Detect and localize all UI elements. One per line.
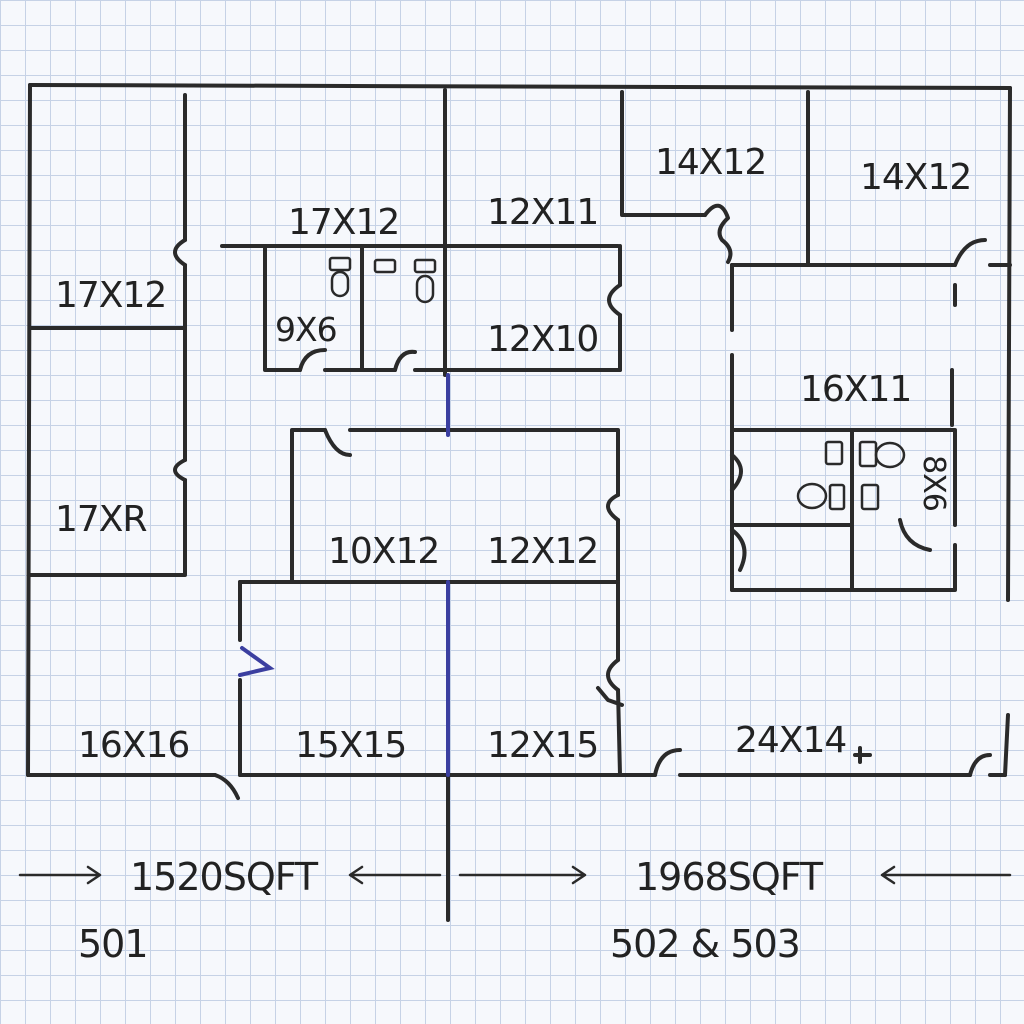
door-swing xyxy=(898,518,932,552)
right-area-total: 1968SQFT xyxy=(635,855,823,899)
room-label: 12X12 xyxy=(487,531,599,572)
exterior-right-wall xyxy=(1003,86,1012,777)
room-label: 17X12 xyxy=(288,202,400,243)
room-label: 17X12 xyxy=(55,275,167,316)
door-swing xyxy=(323,428,352,457)
exterior-top-wall xyxy=(28,83,1012,90)
left-unit-number: 501 xyxy=(78,922,149,966)
door-swing xyxy=(730,528,747,572)
door-swing xyxy=(173,458,187,482)
room-label: 8X6 xyxy=(915,455,951,511)
room-label: 10X12 xyxy=(328,531,440,572)
room-label: 24X14 xyxy=(735,720,847,761)
right-unit-number: 502 & 503 xyxy=(610,922,801,966)
arrow-left xyxy=(348,865,442,885)
arrow-right xyxy=(458,865,587,885)
door-swing xyxy=(606,493,620,522)
door-swing xyxy=(213,773,240,800)
arrow-right xyxy=(18,865,102,885)
room-label: 16X16 xyxy=(78,725,190,766)
room-label: 12X11 xyxy=(487,192,599,233)
exterior-left-wall xyxy=(26,83,32,777)
door-swing xyxy=(393,349,417,372)
room-label: 12X15 xyxy=(487,725,599,766)
left-offices-wall xyxy=(28,93,187,577)
door-swing xyxy=(173,238,187,267)
tenant-divider-mark xyxy=(238,646,275,677)
door-swing xyxy=(703,203,733,264)
left-area-total: 1520SQFT xyxy=(130,855,318,899)
door-swing xyxy=(653,748,682,777)
door-swing xyxy=(953,238,987,267)
door-swing xyxy=(730,453,743,492)
door-swing xyxy=(298,348,327,372)
room-label: 12X10 xyxy=(487,319,599,360)
room-label: 15X15 xyxy=(295,725,407,766)
room-label: 9X6 xyxy=(275,310,338,349)
door-swing xyxy=(607,283,622,317)
room-label: 14X12 xyxy=(860,157,972,198)
room-label: 16X11 xyxy=(800,369,912,410)
arrow-left xyxy=(880,865,1012,885)
room-label: 14X12 xyxy=(655,142,767,183)
door-swing xyxy=(606,658,620,692)
door-swing xyxy=(968,753,992,777)
room-label: 17XR xyxy=(55,499,147,540)
